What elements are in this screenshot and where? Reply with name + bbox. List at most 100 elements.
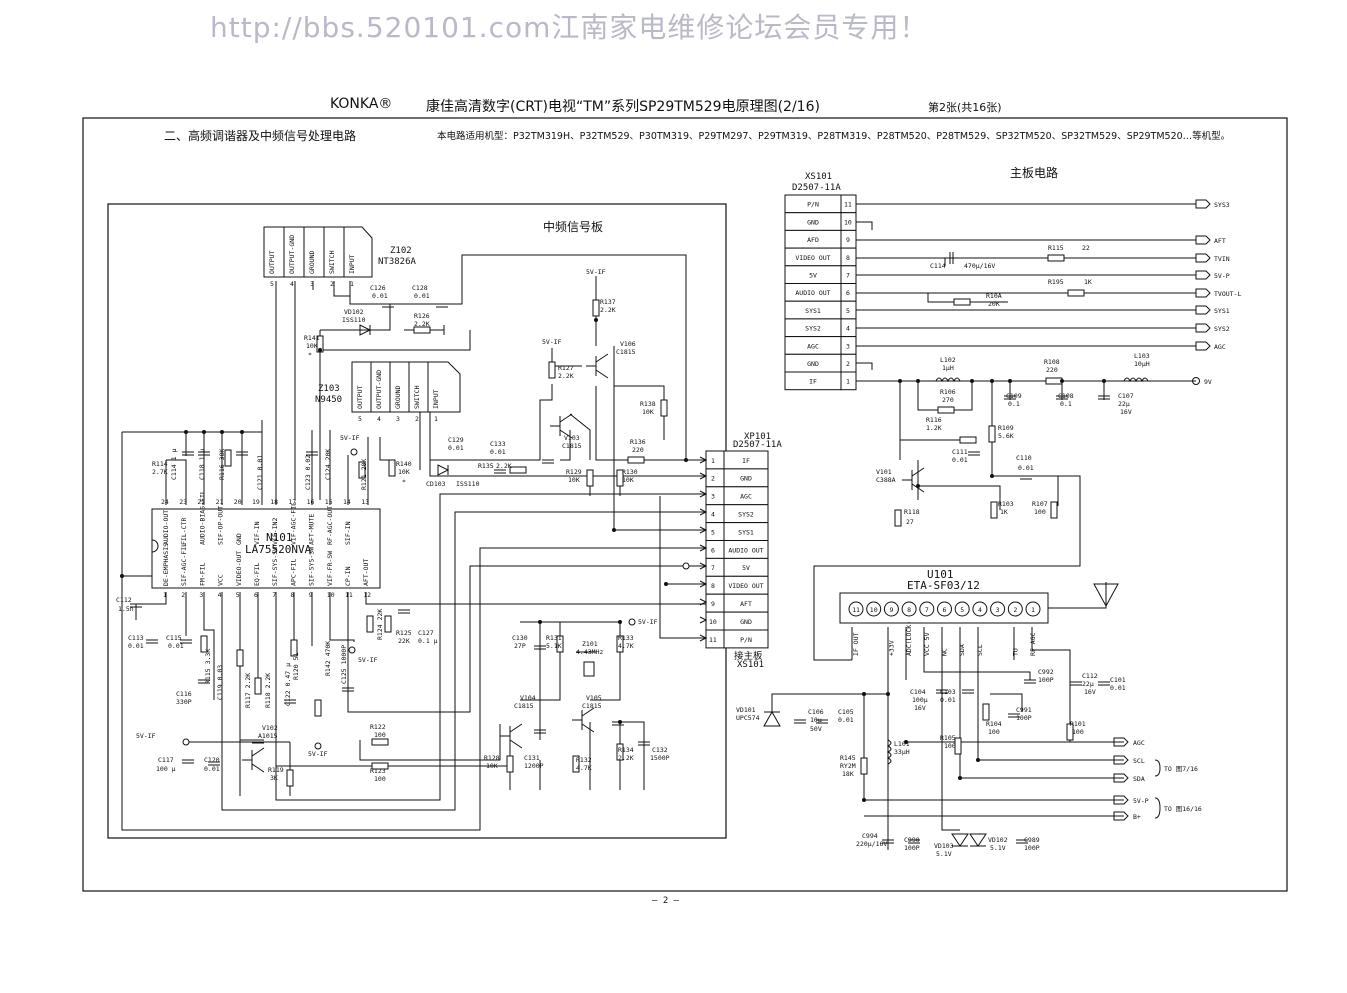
part-c990v: 100P [904,844,920,852]
part-r136v: 220 [632,446,644,454]
part-r115m: R115 [1048,244,1064,252]
resistor-icon [236,649,244,667]
signal-port-icon [1113,795,1129,805]
tuner-pin [954,601,970,617]
signal-port-icon [1195,323,1211,333]
part-r109v: 5.6K [998,432,1014,440]
n101-pin-number: 20 [234,498,242,506]
tuner-pin-name: +33V [887,640,895,656]
part-r115mv: 22 [1082,244,1090,252]
part-r140v: 10K [398,468,410,476]
connector-name-cell [784,371,842,391]
tuner-pin-number: 6 [943,606,947,614]
part-fiveVIF: 5V-IF [308,750,328,758]
part-r105v: 100 [944,742,956,750]
signal-port-icon [1195,235,1211,245]
connector-pin-number: 7 [711,564,715,572]
part-l101v: 33μH [894,748,910,756]
resistor-icon [1067,289,1085,297]
part-c101: C101 [1110,676,1126,684]
n101-pin-number: 17 [288,498,296,506]
filter-pin-name: GROUND [308,250,316,274]
part-v103: V103 [564,434,580,442]
part-vd102mv: 5.1V [990,844,1006,852]
part-c991v: 100P [1016,714,1032,722]
part-l102: L102 [940,356,956,364]
part-c111: C111 [952,448,968,456]
part-r145v: RY2M [840,762,856,770]
resistor-icon [982,703,990,721]
resistor-icon [959,436,977,444]
filter-pin-name: INPUT [348,254,356,274]
tuner-pin [848,601,864,617]
transistor-icon [242,747,265,773]
part-r119: R119 [268,766,284,774]
n101-pin-name: FIL-CTR [180,518,188,545]
n101-pin-name: SIF-SYS-SW [271,547,279,586]
connector-pin-name: 5V [742,564,750,572]
part-c116v: 330P [176,698,192,706]
resistor-icon [1045,377,1063,385]
resistor-icon [572,755,580,773]
n101-pin-number: 5 [236,591,240,599]
part-r138: R138 [640,400,656,408]
part-r128v: 10K [486,762,498,770]
part-c124: C124 20K [324,449,332,480]
connector-pin-number: 6 [711,546,715,554]
part-r126: R126 [414,312,430,320]
transistor-icon [572,707,595,733]
part-c991: C991 [1016,706,1032,714]
capacitor-icon [306,451,318,456]
part-c989v: 100P [1024,844,1040,852]
n101-part: LA75520NVA [245,543,312,556]
component-symbols [120,252,1149,847]
xp101-ref: XP101 [744,432,771,442]
n101-pin-name: VIF-FR-SW [326,551,334,586]
arrow-icon [699,456,708,464]
arrow-icon [699,634,708,642]
connector-pin-cell [705,486,725,506]
arrow-icon [699,508,708,516]
part-r114: R114 [152,460,168,468]
n101-pin-number: 10 [327,591,335,599]
part-c109v: 0.1 [1008,400,1020,408]
tuner-pin [866,601,882,617]
n101-pin-number: 3 [199,591,203,599]
part-c116: C116 [176,690,192,698]
part-vd101: VD101 [736,706,756,714]
signal-port-label: SCL [1133,757,1145,765]
signal-port-label: TVIN [1214,255,1230,263]
tuner-pin-number: 7 [925,606,929,614]
capacitor-icon [1008,713,1020,718]
signal-port-label: TVOUT-L [1214,290,1241,298]
junction-dot [240,430,244,434]
part-c109: C109 [1006,392,1022,400]
resistor-icon [937,406,955,414]
arrow-icon [699,562,708,570]
part-r128: R128 [484,754,500,762]
part-vd103: VD103 [934,842,954,850]
z103-part: N9450 [315,395,342,405]
connector-pin-cell [705,557,725,577]
part-l103v: 10μH [1134,360,1150,368]
resistor-icon [200,635,208,653]
part-r117: R117 2.2K [244,673,252,708]
junction-dot [618,620,622,624]
arrow-icon [699,526,708,534]
junction-dot [976,758,980,762]
arrow-icon [699,598,708,606]
junction-dot [612,528,616,532]
junction-dot [898,379,902,383]
n101-pin-name: AUDIO-OUT [162,510,170,545]
part-r123: R123 [370,767,386,775]
part-c103v: 0.01 [940,696,956,704]
part-r10av: 20K [988,300,1000,308]
signal-port-icon [1113,811,1129,821]
tuner-pin [937,601,952,617]
z103-ref: Z103 [318,384,340,394]
resistor-icon [413,326,431,334]
connector-pin-name: AUDIO OUT [728,546,763,554]
